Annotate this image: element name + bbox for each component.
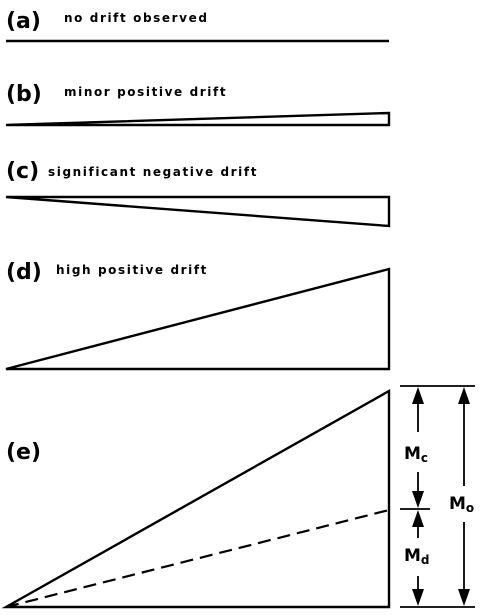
panel-e-drift-dashed-line: [5, 508, 390, 609]
panel-c-caption: significant negative drift: [48, 165, 258, 179]
panel-a: (a) no drift observed: [6, 9, 389, 43]
md-label: Md: [404, 546, 430, 567]
mc-label: Mc: [404, 444, 428, 465]
mc-arrowhead-up: [412, 387, 424, 404]
panel-c-letter: (c): [6, 159, 39, 184]
panel-e-letter: (e): [6, 440, 41, 465]
panel-b-caption: minor positive drift: [64, 85, 227, 99]
panel-d-caption: high positive drift: [56, 263, 208, 277]
panel-b-drift-triangle: [5, 111, 391, 127]
mo-label: Mo: [449, 494, 474, 515]
panel-d: (d) high positive drift: [5, 260, 391, 371]
panel-c: (c) significant negative drift: [5, 159, 391, 228]
mo-dimension-arrow: [458, 387, 470, 606]
panel-d-drift-triangle: [5, 267, 391, 371]
mo-arrowhead-up: [458, 387, 470, 404]
panel-a-caption: no drift observed: [64, 11, 209, 25]
md-arrowhead-up: [412, 510, 424, 527]
md-dimension-arrow: [412, 510, 424, 606]
panel-d-letter: (d): [6, 260, 42, 285]
mc-arrowhead-down: [412, 491, 424, 508]
panel-c-drift-triangle: [5, 195, 391, 228]
panel-e: (e) Mc Md: [1, 385, 475, 609]
panel-b: (b) minor positive drift: [5, 82, 391, 127]
panel-a-letter: (a): [6, 9, 41, 34]
mo-arrowhead-down: [458, 589, 470, 606]
panel-b-letter: (b): [6, 82, 42, 107]
mc-dimension-arrow: [412, 387, 424, 508]
panel-e-total-triangle: [1, 388, 391, 609]
md-arrowhead-down: [412, 589, 424, 606]
